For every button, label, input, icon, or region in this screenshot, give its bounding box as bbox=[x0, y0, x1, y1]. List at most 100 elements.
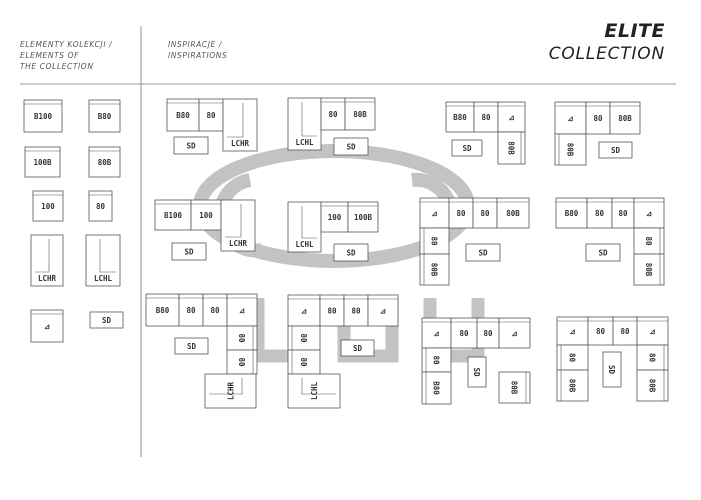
sofa-module: SD bbox=[174, 337, 209, 355]
elements-heading-line: ELEMENTS OF bbox=[20, 51, 80, 60]
sofa-module: 80B bbox=[556, 369, 589, 402]
module-label: 80 bbox=[568, 353, 577, 363]
chaise-module: LCHL bbox=[85, 234, 121, 287]
sofa-module: 80 bbox=[421, 347, 452, 373]
sofa-module: 80 bbox=[636, 344, 669, 371]
chaise-module: LCHL bbox=[287, 201, 322, 253]
chaise-module: LCHL bbox=[287, 373, 341, 409]
inspirations-heading-line: INSPIRACJE / bbox=[168, 40, 222, 49]
sofa-module: 80 bbox=[476, 317, 500, 349]
module-label: 80 bbox=[595, 209, 605, 218]
module-outline bbox=[496, 197, 530, 229]
module-outline bbox=[320, 97, 346, 131]
sofa-module: SD bbox=[173, 136, 209, 155]
module-label: LCHR bbox=[227, 381, 236, 400]
module-outline bbox=[367, 294, 399, 327]
sofa-module: 100 bbox=[32, 190, 64, 222]
module-label: 100 bbox=[199, 211, 213, 220]
module-label: 80 bbox=[430, 236, 439, 246]
module-label: 80B bbox=[568, 379, 577, 393]
module-outline bbox=[421, 347, 452, 373]
sofa-module: 80 bbox=[556, 344, 589, 371]
module-outline bbox=[473, 101, 499, 133]
module-label: SD bbox=[478, 249, 488, 258]
module-outline bbox=[498, 371, 531, 404]
sofa-module: B80 bbox=[145, 293, 180, 327]
module-label: 100 bbox=[41, 202, 55, 211]
sofa-module: SD bbox=[598, 141, 633, 159]
sofa-module: 80 bbox=[472, 197, 498, 229]
module-label: 80 bbox=[644, 236, 653, 246]
module-label: 80B bbox=[644, 263, 653, 277]
module-label: B80 bbox=[156, 306, 170, 315]
module-label: SD bbox=[353, 344, 363, 353]
module-outline bbox=[88, 146, 121, 178]
sofa-module: 80 bbox=[202, 293, 228, 327]
chaise-inner bbox=[35, 239, 50, 273]
module-label: B80 bbox=[176, 111, 190, 120]
module-label: 80B bbox=[510, 381, 519, 395]
module-label: 80B bbox=[648, 379, 657, 393]
sofa-module: 80B bbox=[344, 97, 376, 131]
chaise-module: LCHR bbox=[204, 373, 257, 409]
module-outline bbox=[498, 317, 531, 349]
sofa-module: SD bbox=[585, 243, 621, 262]
module-outline bbox=[554, 101, 587, 135]
sofa-module: 80B bbox=[554, 133, 587, 166]
module-outline bbox=[586, 197, 613, 229]
chaise-inner bbox=[301, 102, 317, 137]
elements-heading: ELEMENTY KOLEKCJI / ELEMENTS OF THE COLL… bbox=[20, 39, 112, 72]
sofa-module: 80B bbox=[496, 197, 530, 229]
module-outline bbox=[333, 137, 369, 156]
module-outline bbox=[633, 227, 665, 255]
sofa-module: 100 bbox=[190, 199, 222, 231]
module-label: ⊿ bbox=[431, 209, 437, 218]
module-outline bbox=[204, 373, 257, 409]
module-outline bbox=[555, 197, 588, 229]
module-outline bbox=[220, 199, 256, 252]
sofa-module: 80 bbox=[448, 197, 474, 229]
module-outline bbox=[333, 243, 369, 262]
brand-subtitle: COLLECTION bbox=[548, 44, 665, 64]
module-label: ⊿ bbox=[649, 327, 655, 336]
module-outline bbox=[287, 201, 322, 253]
brand-title: ELITE bbox=[604, 20, 665, 42]
sofa-module: 80B bbox=[419, 253, 450, 286]
module-outline bbox=[174, 337, 209, 355]
sofa-module: 80 bbox=[226, 349, 258, 375]
module-label: ⊿ bbox=[569, 327, 575, 336]
module-outline bbox=[145, 293, 180, 327]
sofa-module: ⊿ bbox=[554, 101, 587, 135]
module-outline bbox=[30, 309, 64, 343]
module-outline bbox=[585, 243, 621, 262]
chaise-inner bbox=[99, 239, 116, 273]
module-outline bbox=[419, 253, 450, 286]
sofa-module: 80 bbox=[612, 316, 638, 346]
module-label: 80 bbox=[618, 209, 628, 218]
sofa-module: 80 bbox=[319, 294, 345, 327]
sofa-module: SD bbox=[465, 243, 501, 262]
module-outline bbox=[343, 294, 369, 327]
module-outline bbox=[347, 201, 379, 233]
module-label: B80 bbox=[432, 381, 441, 395]
sofa-module: SD bbox=[467, 356, 487, 388]
module-label: 80B bbox=[98, 158, 112, 167]
module-outline bbox=[23, 99, 63, 133]
chaise-module: LCHR bbox=[222, 98, 258, 152]
module-outline bbox=[636, 369, 669, 402]
module-outline bbox=[472, 197, 498, 229]
module-outline bbox=[633, 197, 665, 229]
module-outline bbox=[32, 190, 64, 222]
module-label: 80 bbox=[96, 202, 106, 211]
module-outline bbox=[602, 351, 622, 388]
module-label: 80 bbox=[593, 114, 603, 123]
module-label: B100 bbox=[164, 211, 183, 220]
sofa-module: 100B bbox=[24, 146, 61, 178]
sofa-module: ⊿ bbox=[367, 294, 399, 327]
sofa-module: 80 bbox=[587, 316, 614, 346]
module-outline bbox=[85, 234, 121, 287]
elements-heading-line: THE COLLECTION bbox=[20, 62, 94, 71]
module-outline bbox=[287, 349, 321, 375]
module-label: 80B bbox=[430, 263, 439, 277]
